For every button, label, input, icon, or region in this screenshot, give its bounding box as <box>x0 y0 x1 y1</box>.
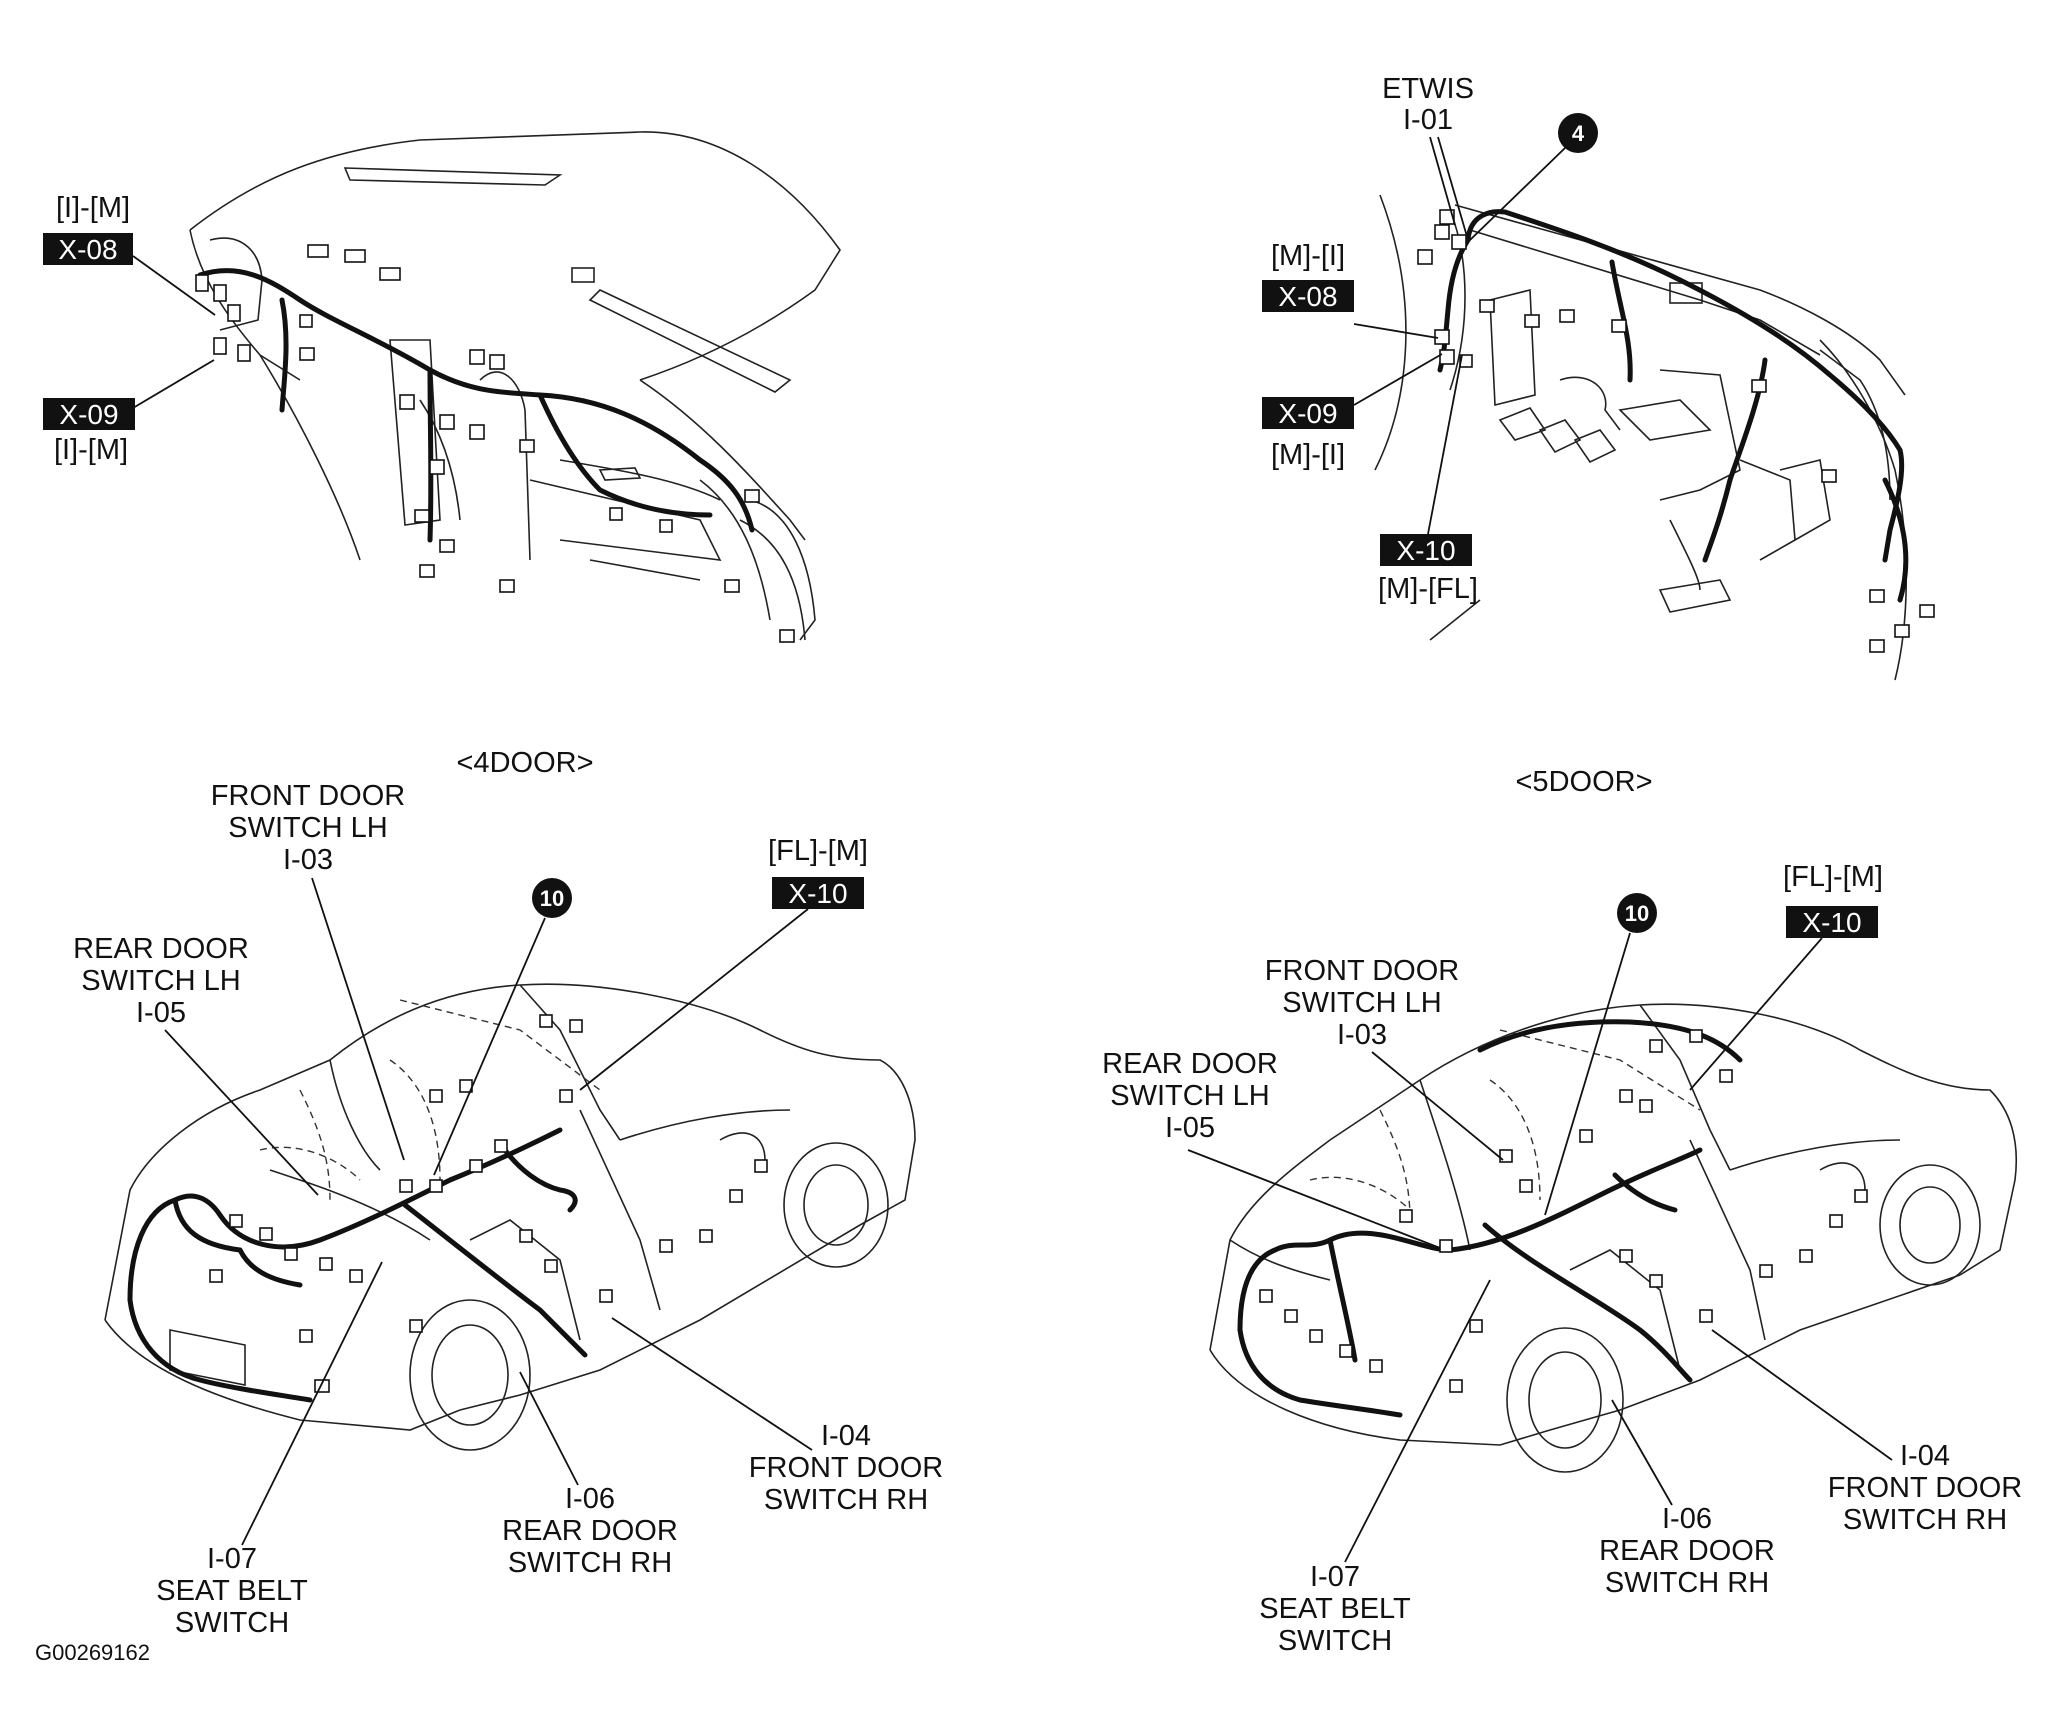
car-4door-illustration <box>104 983 916 1451</box>
r-rear-door-switch-lh-line1: REAR DOOR <box>1102 1048 1278 1080</box>
l-i04-code: I-04 <box>821 1420 871 1452</box>
dash-connectors-5door <box>1417 209 1935 653</box>
x08-leader-right <box>1353 323 1439 339</box>
r-callout-10-leader <box>1544 932 1631 1216</box>
mi-top-label: [M]-[I] <box>1271 240 1345 272</box>
r-fl-m-label: [FL]-[M] <box>1783 861 1883 893</box>
l-i05-leader <box>164 1029 319 1196</box>
dashboard-4door-illustration <box>189 131 841 643</box>
l-i07-code: I-07 <box>207 1543 257 1575</box>
l-i06-leader <box>519 1371 579 1486</box>
callout-4-leader <box>1469 147 1566 241</box>
im-bottom-label: [I]-[M] <box>54 434 128 466</box>
l-rear-door-switch-lh-line1: REAR DOOR <box>73 933 249 965</box>
l-seat-belt-switch-line2: SWITCH <box>175 1607 289 1639</box>
etwis-label: ETWIS <box>1382 73 1474 105</box>
l-rear-door-switch-rh-line1: REAR DOOR <box>502 1515 678 1547</box>
l-x10-tag: X-10 <box>772 877 864 909</box>
r-x10-tag: X-10 <box>1786 906 1878 938</box>
x08-leader-left <box>132 255 216 316</box>
l-front-door-switch-rh-line1: FRONT DOOR <box>749 1452 943 1484</box>
i01-leader-b <box>1437 136 1469 241</box>
r-seat-belt-switch-line2: SWITCH <box>1278 1625 1392 1657</box>
i01-label: I-01 <box>1403 104 1453 136</box>
r-i07-code: I-07 <box>1310 1561 1360 1593</box>
l-seat-belt-switch-line1: SEAT BELT <box>156 1575 308 1607</box>
dashboard-5door-illustration <box>1374 194 1935 681</box>
r-i06-leader <box>1611 1399 1673 1506</box>
l-front-door-switch-lh-line2: SWITCH LH <box>228 812 388 844</box>
x10-tag-right-dash: X-10 <box>1380 534 1472 566</box>
r-rear-door-switch-lh-code: I-05 <box>1165 1112 1215 1144</box>
r-callout-10-text: 10 <box>1625 901 1649 926</box>
l-callout-10-leader <box>433 917 546 1176</box>
section-title-5door: <5DOOR> <box>1516 766 1653 798</box>
r-i07-leader <box>1344 1279 1491 1563</box>
x08-tag-right: X-08 <box>1262 280 1354 312</box>
l-i06-code: I-06 <box>565 1483 615 1515</box>
x09-leader-left <box>132 359 215 409</box>
r-callout-10: 10 <box>1617 893 1657 933</box>
x09-tag-right-text: X-09 <box>1278 398 1337 429</box>
x10-tag-right-dash-text: X-10 <box>1396 535 1455 566</box>
r-i05-leader <box>1187 1149 1441 1249</box>
x10-leader-right-dash <box>1427 354 1463 535</box>
im-top-label: [I]-[M] <box>56 192 130 224</box>
r-rear-door-switch-rh-line1: REAR DOOR <box>1599 1535 1775 1567</box>
section-title-4door: <4DOOR> <box>457 747 594 779</box>
l-front-door-switch-lh-code: I-03 <box>283 844 333 876</box>
r-i06-code: I-06 <box>1662 1503 1712 1535</box>
l-front-door-switch-lh-line1: FRONT DOOR <box>211 780 405 812</box>
l-callout-10-text: 10 <box>540 886 564 911</box>
l-rear-door-switch-lh-code: I-05 <box>136 997 186 1029</box>
x08-tag-right-text: X-08 <box>1278 281 1337 312</box>
l-i03-leader <box>311 877 405 1161</box>
car5-connectors <box>1259 1029 1868 1393</box>
r-rear-door-switch-rh-line2: SWITCH RH <box>1605 1567 1769 1599</box>
l-x10-tag-text: X-10 <box>788 878 847 909</box>
callout-4: 4 <box>1558 113 1598 153</box>
mfl-label: [M]-[FL] <box>1378 573 1478 605</box>
car-5door-illustration <box>1209 1003 2018 1473</box>
mi-bottom-label: [M]-[I] <box>1271 439 1345 471</box>
l-rear-door-switch-rh-line2: SWITCH RH <box>508 1547 672 1579</box>
l-i04-leader <box>611 1317 813 1451</box>
dash-connectors-4door <box>195 244 795 643</box>
r-i04-code: I-04 <box>1900 1440 1950 1472</box>
l-callout-10: 10 <box>532 878 572 918</box>
x08-tag-left-text: X-08 <box>58 234 117 265</box>
r-front-door-switch-rh-line2: SWITCH RH <box>1843 1504 2007 1536</box>
x09-leader-right <box>1353 353 1443 406</box>
r-front-door-switch-lh-code: I-03 <box>1337 1019 1387 1051</box>
callout-4-text: 4 <box>1572 121 1585 146</box>
r-seat-belt-switch-line1: SEAT BELT <box>1259 1593 1411 1625</box>
l-rear-door-switch-lh-line2: SWITCH LH <box>81 965 241 997</box>
l-fl-m-label: [FL]-[M] <box>768 835 868 867</box>
r-front-door-switch-rh-line1: FRONT DOOR <box>1828 1472 2022 1504</box>
x08-tag-left: X-08 <box>43 233 133 265</box>
r-i03-leader <box>1371 1051 1504 1161</box>
x09-tag-right: X-09 <box>1262 397 1354 429</box>
x09-tag-left-text: X-09 <box>59 399 118 430</box>
x09-tag-left: X-09 <box>43 398 135 430</box>
r-front-door-switch-lh-line1: FRONT DOOR <box>1265 955 1459 987</box>
r-i04-leader <box>1711 1329 1893 1461</box>
l-x10-leader <box>579 908 809 1091</box>
l-front-door-switch-rh-line2: SWITCH RH <box>764 1484 928 1516</box>
r-front-door-switch-lh-line2: SWITCH LH <box>1282 987 1442 1019</box>
r-x10-tag-text: X-10 <box>1802 907 1861 938</box>
r-x10-leader <box>1689 937 1823 1091</box>
l-i07-leader <box>241 1261 383 1546</box>
car4-connectors <box>209 1014 768 1393</box>
i01-leader-a <box>1429 136 1456 226</box>
figure-id: G00269162 <box>35 1640 150 1665</box>
r-rear-door-switch-lh-line2: SWITCH LH <box>1110 1080 1270 1112</box>
